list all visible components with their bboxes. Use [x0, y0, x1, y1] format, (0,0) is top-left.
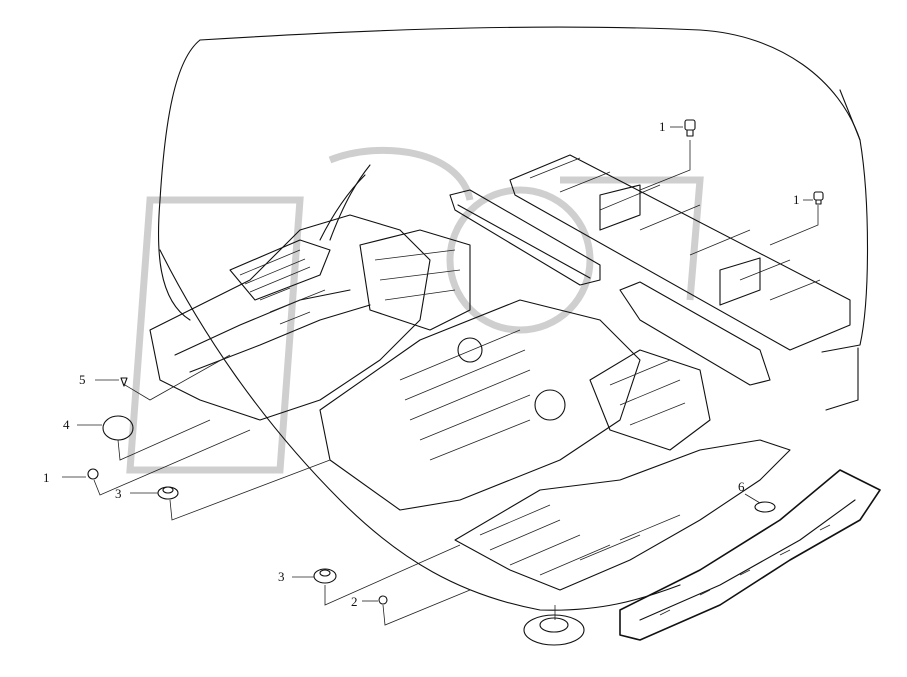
callout-1-right: 1 [793, 192, 813, 207]
callout-label: 3 [278, 569, 285, 584]
grommet-3-lower [313, 568, 337, 584]
callout-label: 1 [659, 119, 666, 134]
centre-floor-panel [319, 299, 711, 511]
callout-label: 1 [793, 192, 800, 207]
callout-1-left: 1 [43, 470, 86, 485]
body-shell-outline [157, 26, 869, 611]
callout-5: 5 [79, 372, 119, 387]
callout-label: 1 [43, 470, 50, 485]
callout-label: 4 [63, 417, 70, 432]
grommet-1-right [813, 191, 824, 205]
plug-6 [754, 501, 776, 513]
front-cross-member [449, 189, 601, 286]
callout-6: 6 [738, 479, 761, 504]
watermark [126, 146, 704, 474]
plug-1-left [87, 468, 99, 480]
right-side-sill [619, 469, 881, 641]
rear-floor-panel [454, 439, 791, 591]
leader-lines [93, 140, 819, 626]
plug-4 [102, 415, 134, 441]
clip-2 [378, 595, 388, 605]
clip-5 [120, 377, 128, 387]
grommet-1-top [684, 119, 696, 137]
callout-1-top: 1 [659, 119, 683, 134]
callout-2: 2 [351, 594, 378, 609]
callout-3-left: 3 [115, 486, 158, 501]
callout-4: 4 [63, 417, 102, 432]
left-floor-panel [149, 164, 471, 421]
callout-label: 3 [115, 486, 122, 501]
rear-seat-cross-member [509, 154, 851, 386]
callout-label: 6 [738, 479, 745, 494]
callout-label: 2 [351, 594, 358, 609]
callout-3-lower: 3 [278, 569, 314, 584]
grommet-3-left [157, 486, 179, 500]
callout-label: 5 [79, 372, 86, 387]
large-grommet [523, 614, 585, 646]
